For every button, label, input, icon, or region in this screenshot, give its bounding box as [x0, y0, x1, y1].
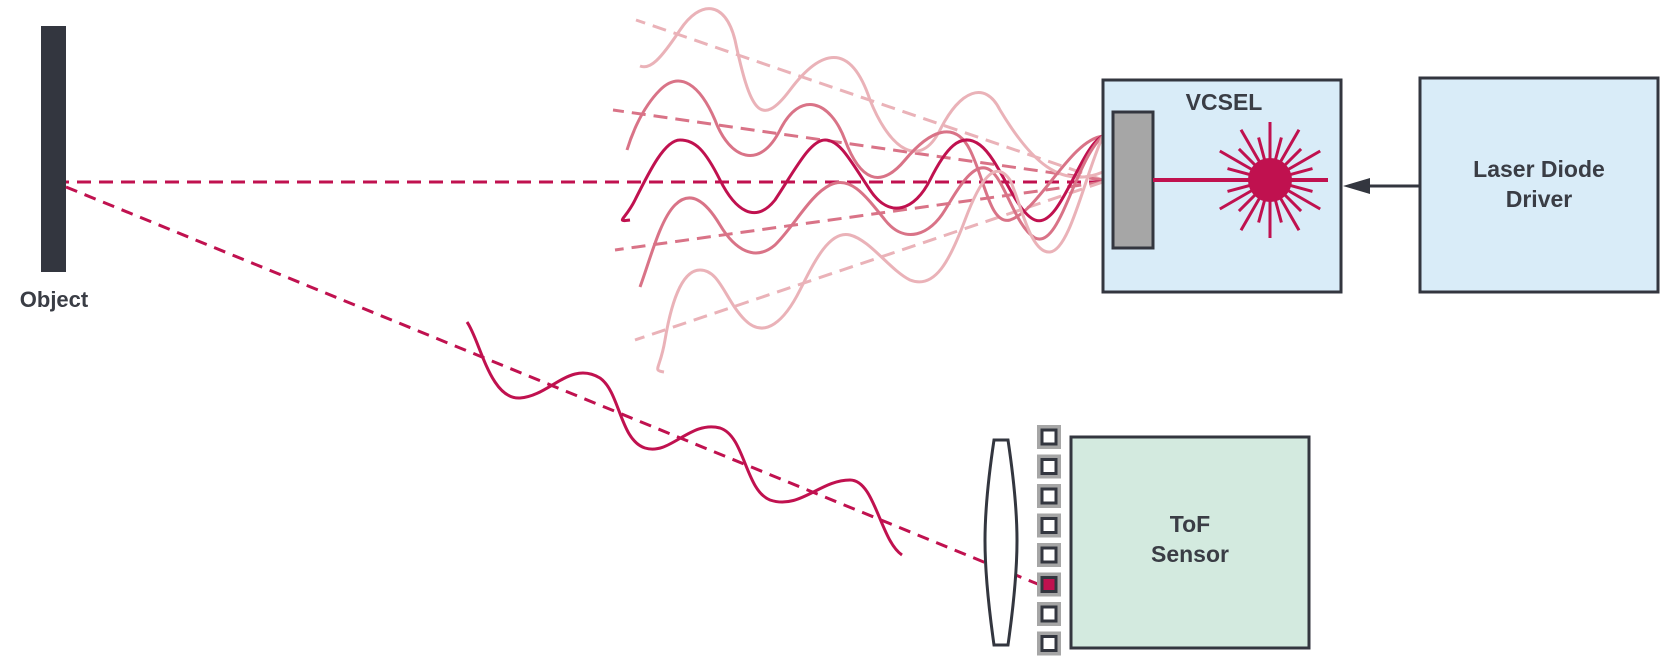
vcsel-emitter: [1111, 110, 1155, 250]
lens: [983, 438, 1019, 647]
emitted-beams: [66, 18, 1104, 342]
sensor-pixel-cell: [1040, 635, 1058, 652]
sensor-pixel-active: [1040, 576, 1058, 593]
vcsel-label: VCSEL: [1186, 89, 1263, 115]
sensor-pixel-cell: [1040, 546, 1058, 564]
wave-mid-top: [625, 79, 1104, 222]
wave-mid-bottom: [638, 134, 1105, 288]
tof-sensor-box: [1069, 435, 1311, 650]
reflected-beam: [65, 185, 1046, 589]
laser-driver-box: [1418, 76, 1660, 294]
beam-dashed-light-bottom: [634, 180, 1104, 342]
reflected-wave: [465, 321, 903, 557]
sensor-pixel-array: [1037, 425, 1061, 656]
beam-dashed-mid-bottom: [614, 180, 1104, 252]
laser-driver-label-line2: Driver: [1506, 186, 1573, 212]
object-label: Object: [20, 287, 89, 312]
beam-dashed-mid-top: [612, 108, 1104, 182]
wave-light-top: [639, 7, 1104, 179]
sensor-pixel-cell: [1040, 605, 1058, 623]
wave-light-bottom: [656, 135, 1105, 374]
object-bar: [41, 26, 66, 272]
sensor-pixel-cell: [1040, 458, 1058, 475]
driver-arrow-head: [1343, 178, 1370, 194]
laser-driver-label-line1: Laser Diode: [1473, 156, 1605, 182]
emitted-waves: [620, 7, 1105, 374]
sensor-pixel-cell: [1040, 428, 1058, 446]
laser-burst-core: [1248, 158, 1292, 202]
sensor-pixel-cell: [1040, 517, 1058, 534]
tof-sensor-label-line2: Sensor: [1151, 541, 1229, 567]
wave-center: [620, 134, 1104, 223]
tof-sensor-label-line1: ToF: [1170, 511, 1210, 537]
sensor-pixel-cell: [1040, 487, 1058, 505]
